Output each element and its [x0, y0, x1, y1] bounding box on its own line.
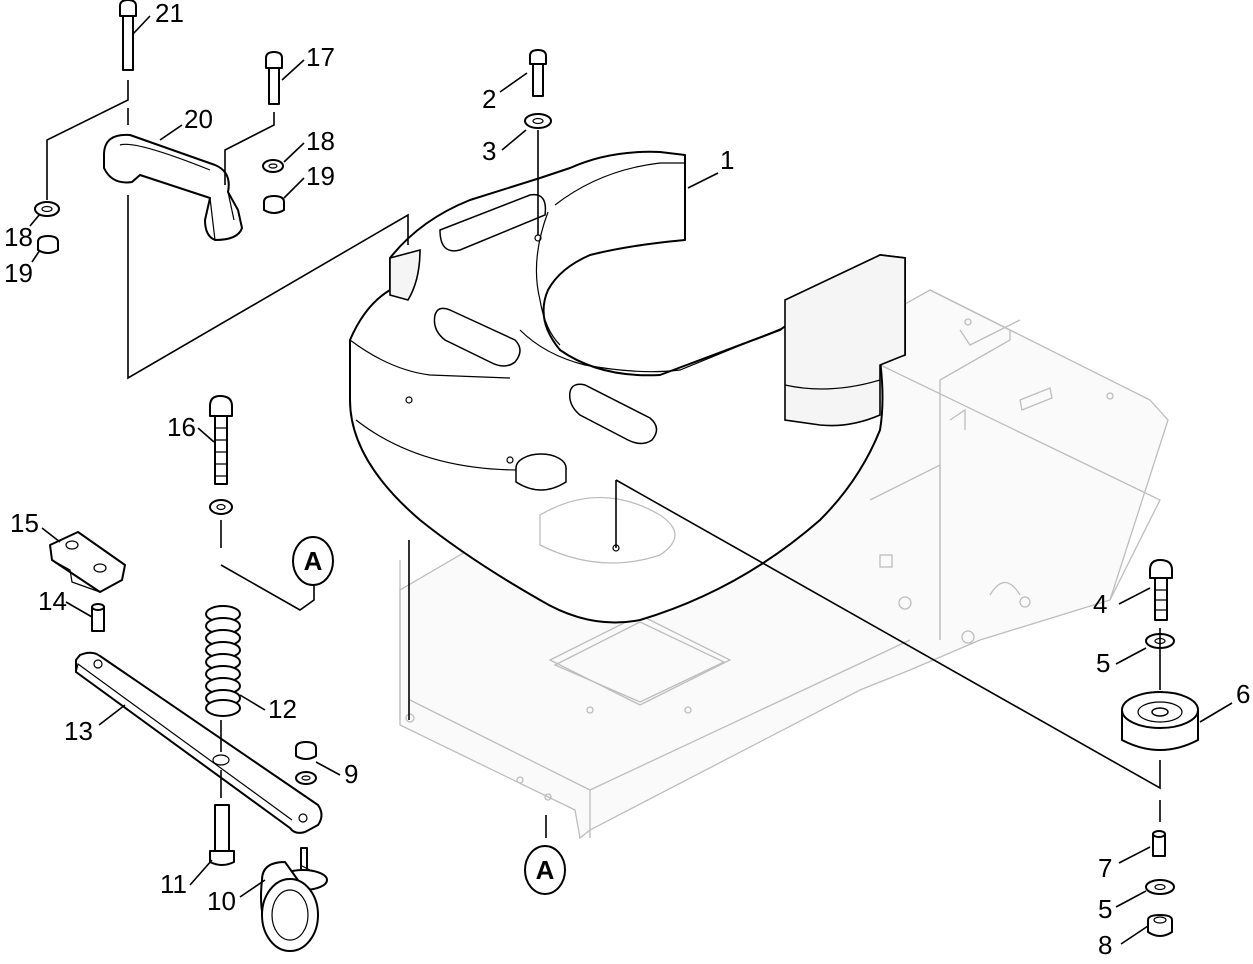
callout-13: 13	[64, 716, 93, 746]
reference-circle-bottom: A	[524, 845, 566, 895]
callout-3: 3	[482, 136, 496, 166]
callout-5-bottom: 5	[1098, 894, 1112, 924]
callout-5-top: 5	[1096, 648, 1110, 678]
nut-8[interactable]	[1147, 914, 1173, 937]
callout-9: 9	[344, 759, 358, 789]
nut-19-left[interactable]	[37, 235, 59, 254]
link-bar-13[interactable]	[75, 651, 323, 834]
handle-bracket[interactable]	[103, 133, 243, 241]
pin-7[interactable]	[1152, 830, 1166, 857]
callout-14: 14	[38, 586, 67, 616]
callout-15: 15	[10, 508, 39, 538]
rubber-mount-6[interactable]	[1121, 691, 1199, 751]
callout-10: 10	[207, 886, 236, 916]
washer-18-right[interactable]	[262, 159, 284, 173]
callout-19-left: 19	[4, 258, 33, 288]
callout-18-left: 18	[4, 222, 33, 252]
callout-17: 17	[306, 42, 335, 72]
bolt-2[interactable]	[529, 49, 547, 97]
washer-5-bottom[interactable]	[1145, 879, 1175, 895]
assembly-lines	[46, 80, 1161, 838]
housing-cover[interactable]	[349, 150, 906, 624]
bolt-17[interactable]	[265, 51, 283, 105]
callout-11: 11	[160, 869, 187, 899]
callout-16: 16	[167, 412, 196, 442]
bolt-11[interactable]	[209, 804, 235, 866]
callout-numbers: 1 2 3 4 5 5 6 7 8 9 10 11 12 13 14 15 16…	[4, 0, 1250, 960]
callout-12: 12	[268, 694, 297, 724]
callout-7: 7	[1098, 853, 1112, 883]
callout-4: 4	[1093, 589, 1107, 619]
nut-9[interactable]	[295, 741, 317, 785]
callout-leaders	[29, 15, 1233, 945]
bolt-4[interactable]	[1149, 559, 1173, 621]
callout-8: 8	[1098, 930, 1112, 960]
callout-21: 21	[155, 0, 184, 28]
callout-18-right: 18	[306, 126, 335, 156]
clamp-block-15[interactable]	[49, 531, 126, 593]
reference-circle-top: A	[292, 536, 334, 586]
bolt-16[interactable]	[209, 395, 233, 485]
spring-12[interactable]	[205, 605, 241, 717]
svg-text:A: A	[536, 855, 555, 885]
svg-text:A: A	[304, 546, 323, 576]
bolt-21[interactable]	[119, 0, 137, 71]
washer-16[interactable]	[209, 499, 233, 515]
washer-18-left[interactable]	[34, 201, 60, 217]
callout-20: 20	[184, 104, 213, 134]
callout-19-right: 19	[306, 161, 335, 191]
caster-wheel-10[interactable]	[260, 847, 328, 952]
nut-19-right[interactable]	[263, 195, 285, 214]
callout-1: 1	[720, 145, 734, 175]
callout-6: 6	[1236, 679, 1250, 709]
pin-14[interactable]	[91, 603, 105, 632]
washer-3[interactable]	[524, 113, 552, 129]
callout-2: 2	[482, 84, 496, 114]
